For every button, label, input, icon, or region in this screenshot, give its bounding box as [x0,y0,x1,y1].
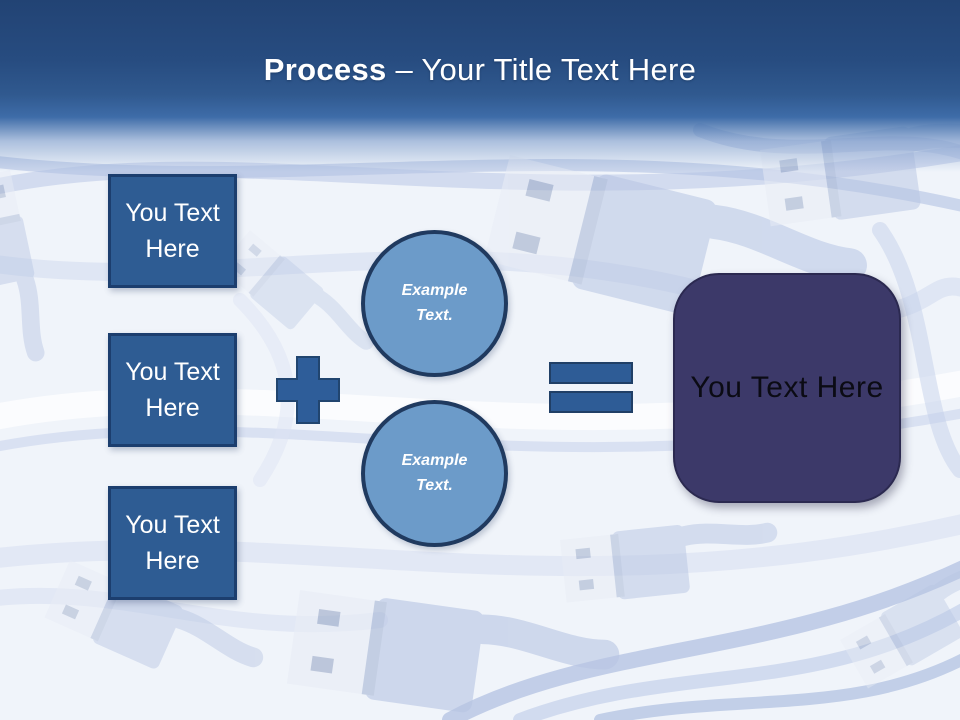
slide-title: Process – Your Title Text Here [0,52,960,88]
example-circle-1[interactable]: Example Text. [361,230,508,377]
input-box-2-label: You Text Here [125,357,220,422]
example-circle-1-label: Example Text. [401,281,468,324]
slide-title-keyword: Process [263,52,387,87]
plus-icon [276,356,340,424]
equals-bottom-bar [549,391,633,413]
result-box[interactable]: You Text Here [673,273,901,503]
result-box-label: You Text Here [690,371,884,404]
input-box-1-label: You Text Here [125,198,220,263]
example-circle-2[interactable]: Example Text. [361,400,508,547]
example-circle-2-label: Example Text. [401,451,468,494]
input-box-2[interactable]: You Text Here [108,333,237,447]
input-box-3[interactable]: You Text Here [108,486,237,600]
input-box-1[interactable]: You Text Here [108,174,237,288]
header-gradient-band [0,0,960,172]
equals-icon [549,362,633,413]
slide-title-subtitle: – Your Title Text Here [395,52,697,87]
equals-top-bar [549,362,633,384]
input-box-3-label: You Text Here [125,510,220,575]
